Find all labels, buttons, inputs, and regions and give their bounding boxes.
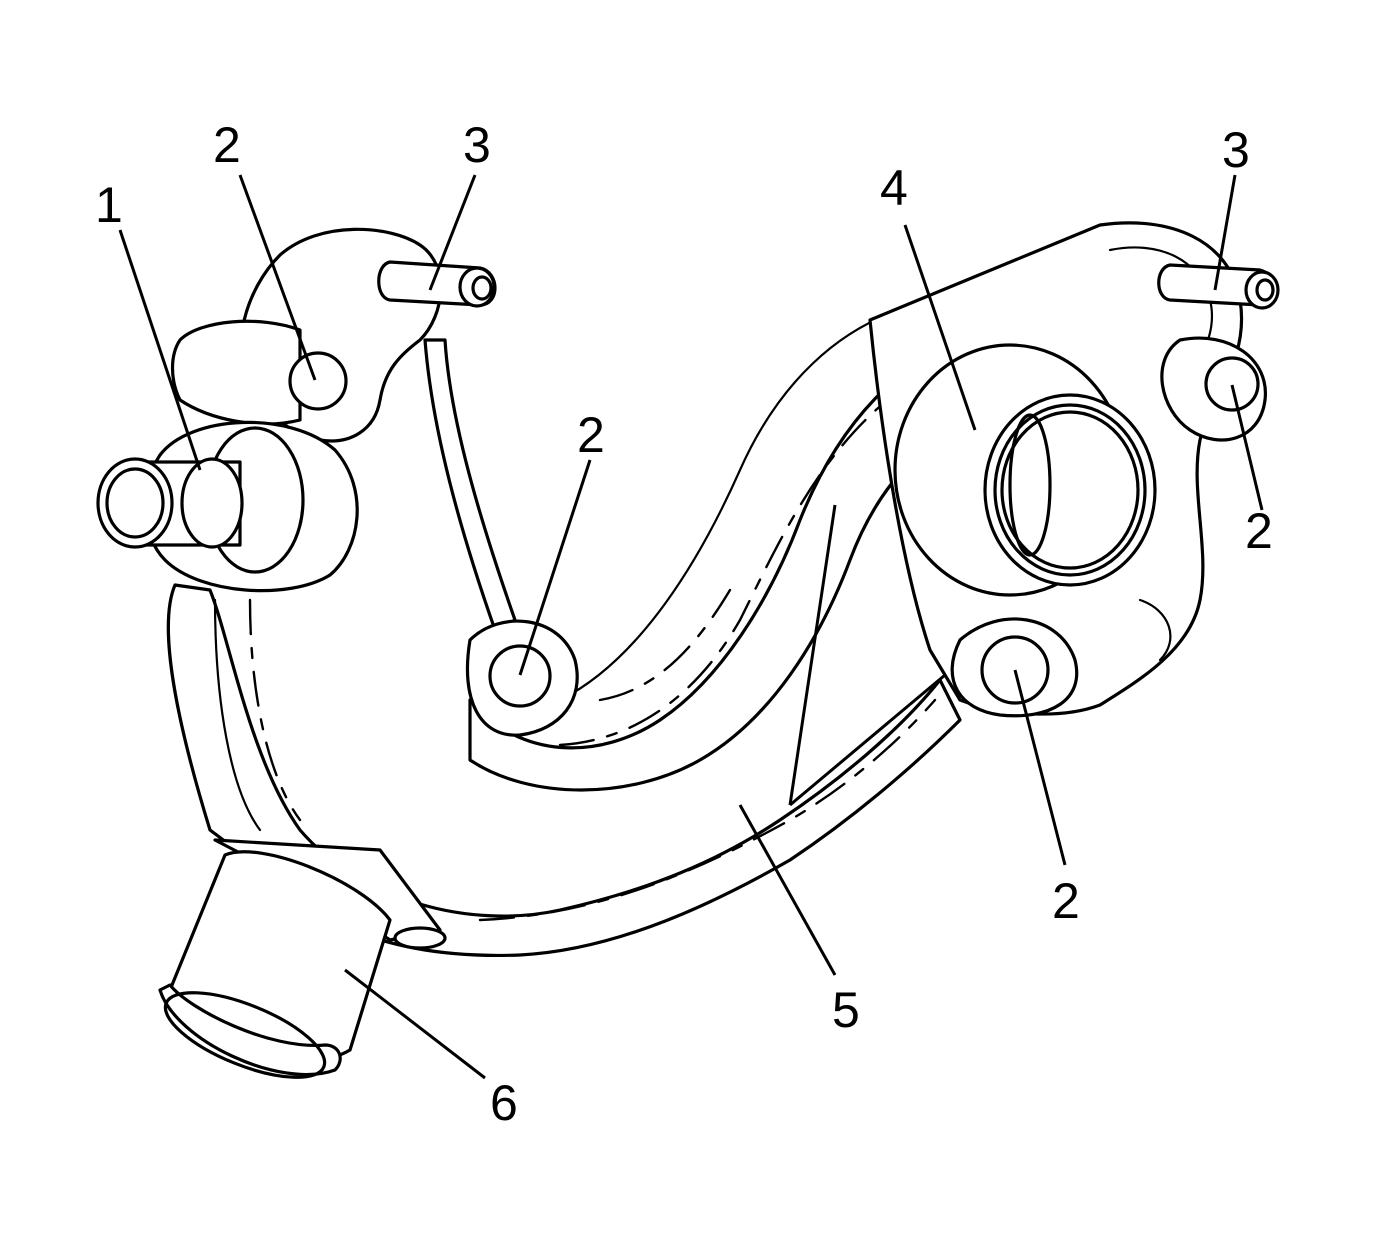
leader-6 xyxy=(344,968,486,1080)
leader-5a xyxy=(738,804,837,976)
boss-right-lower xyxy=(950,617,1079,718)
leader-5b xyxy=(788,504,837,806)
leader-lines xyxy=(118,174,1264,1080)
boss-center xyxy=(465,619,579,737)
callout-6: 6 xyxy=(490,1075,518,1131)
left-flange xyxy=(170,227,497,443)
leader-2a xyxy=(238,174,317,381)
pipe-body xyxy=(166,583,962,957)
callout-1: 1 xyxy=(95,177,123,233)
outlet-6 xyxy=(158,838,447,1079)
callout-4: 4 xyxy=(880,160,908,216)
leader-3a xyxy=(428,174,477,291)
callouts: 1 2 3 2 4 3 2 2 5 6 xyxy=(95,117,1273,1131)
small-tube xyxy=(423,338,517,632)
outlet-4 xyxy=(893,343,1157,597)
callout-2-lower-right: 2 xyxy=(1052,873,1080,929)
callout-2-top-left: 2 xyxy=(213,117,241,173)
leader-2c xyxy=(1230,384,1264,511)
callout-2-center: 2 xyxy=(577,407,605,463)
callout-5: 5 xyxy=(832,982,860,1038)
leader-2d xyxy=(1013,669,1067,866)
callout-3-left: 3 xyxy=(463,117,491,173)
inlet-1 xyxy=(96,420,359,593)
leader-5c xyxy=(789,673,946,807)
leader-4 xyxy=(903,224,977,431)
callout-2-right: 2 xyxy=(1245,503,1273,559)
leader-1 xyxy=(118,229,202,471)
leader-2b xyxy=(518,459,592,676)
callout-3-right: 3 xyxy=(1222,122,1250,178)
boss-right-upper xyxy=(1157,263,1280,442)
leader-3b xyxy=(1213,174,1237,291)
